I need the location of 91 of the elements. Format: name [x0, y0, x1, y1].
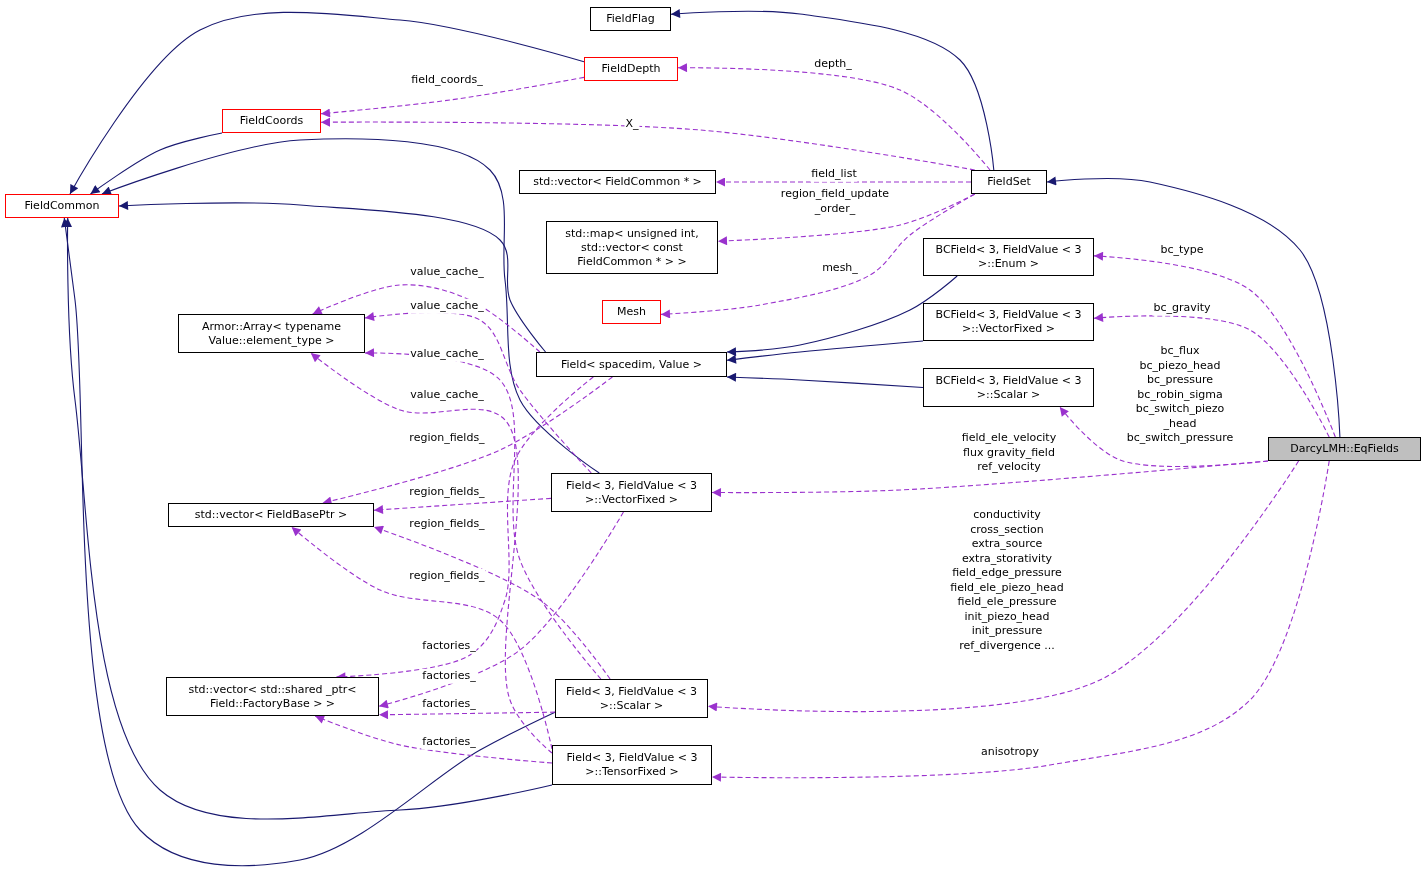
class-box	[923, 303, 1094, 341]
arrow	[364, 348, 602, 680]
class-box	[590, 7, 671, 31]
edge-label: depth_	[813, 56, 853, 72]
arrow	[670, 9, 995, 171]
edge-label: region_fields_	[408, 430, 486, 446]
class-box	[602, 300, 661, 324]
edge-label: region_fields_	[408, 516, 486, 532]
edge-label: factories_	[421, 668, 477, 684]
class-box	[552, 745, 712, 785]
arrow	[707, 460, 1300, 713]
arrow	[378, 710, 556, 720]
edge-label: bc_gravity	[1152, 300, 1212, 316]
class-box	[5, 194, 119, 218]
class-box	[971, 170, 1047, 194]
arrow	[291, 526, 553, 750]
edge-label: value_cache_	[409, 298, 485, 314]
edge-label: region_field_update _order_	[779, 186, 891, 216]
arrow	[711, 460, 1330, 782]
edge-label: field_coords_	[410, 72, 484, 88]
class-box	[923, 368, 1094, 407]
edge-label: region_fields_	[408, 568, 486, 584]
arrow	[711, 460, 1269, 498]
class-box	[222, 109, 321, 133]
edge-label: field_list	[810, 166, 858, 182]
arrow	[1046, 176, 1341, 438]
arrow	[320, 76, 585, 118]
arrow	[89, 132, 223, 195]
edge-label: bc_type	[1159, 242, 1205, 258]
arrow	[373, 525, 611, 680]
edge-label: value_cache_	[409, 387, 485, 403]
arrow	[373, 497, 552, 515]
class-name: FieldCoords	[239, 114, 304, 128]
edge-label: mesh_	[821, 260, 859, 276]
edge-label: bc_flux bc_piezo_head bc_pressure bc_robin_sigma bc_switch_piezo _head bc_switch_pressure	[1125, 344, 1235, 446]
arrow	[312, 284, 541, 353]
arrow	[726, 372, 924, 389]
class-name: BCField< 3, FieldValue < 3 >::Scalar >	[934, 373, 1083, 402]
class-box	[1268, 437, 1421, 461]
arrow	[320, 117, 976, 171]
class-name: FieldSet	[987, 175, 1031, 189]
class-name: BCField< 3, FieldValue < 3 >::VectorFixed >	[934, 308, 1083, 336]
class-box	[168, 503, 374, 527]
class-name: FieldCommon	[24, 199, 100, 213]
class-name: BCField< 3, FieldValue < 3 >::Enum >	[934, 243, 1083, 271]
arrow	[726, 275, 958, 357]
class-name: Mesh	[617, 305, 646, 319]
arrow	[726, 340, 924, 364]
edge-label: value_cache_	[409, 346, 485, 362]
edge-label: region_fields_	[408, 484, 486, 500]
class-name: FieldDepth	[601, 62, 661, 76]
class-box	[546, 221, 718, 274]
class-name: std::map< unsigned int, std::vector< const FieldCommon * > >	[564, 226, 700, 269]
arrow	[314, 715, 553, 764]
class-name: std::vector< std::shared _ptr< Field::FactoryBase > >	[187, 682, 358, 711]
arrow	[321, 376, 613, 506]
edge-label: factories_	[421, 734, 477, 750]
edge-label: value_cache_	[409, 264, 485, 280]
arrow	[69, 11, 585, 195]
class-box	[519, 170, 716, 194]
class-name: Field< 3, FieldValue < 3 >::Scalar >	[565, 684, 698, 713]
arrow	[660, 193, 976, 319]
class-name: std::vector< FieldBasePtr >	[194, 508, 348, 522]
class-name: Field< 3, FieldValue < 3 >::VectorFixed >	[565, 478, 698, 507]
class-name: Field< 3, FieldValue < 3 >::TensorFixed >	[565, 751, 699, 779]
class-box	[551, 473, 712, 512]
arrow	[310, 352, 553, 754]
arrow	[118, 201, 547, 353]
class-name: Armor::Array< typename Value::element_type >	[200, 319, 343, 348]
arrow	[677, 63, 991, 171]
class-box	[178, 314, 365, 353]
class-name: DarcyLMH::EqFields	[1290, 442, 1399, 456]
arrow	[378, 511, 624, 709]
class-name: std::vector< FieldCommon * >	[533, 175, 702, 189]
edge-label: conductivity cross_section extra_source extra_storativity field_edge_pressure field_ele_piezo_head field_ele_pressure init_piezo_head init_pressure ref_divergence ...	[949, 507, 1065, 653]
class-box	[536, 352, 727, 377]
edge-label: factories_	[421, 696, 477, 712]
arrow	[715, 177, 972, 187]
class-name: FieldFlag	[606, 12, 655, 26]
arrow	[101, 138, 600, 474]
edge-label: anisotropy	[980, 744, 1040, 760]
class-box	[584, 57, 678, 81]
edge-label: factories_	[421, 638, 477, 654]
arrow	[1093, 251, 1336, 438]
class-box	[923, 238, 1094, 276]
edge-label: X_	[624, 116, 640, 132]
class-box	[166, 677, 379, 716]
arrow	[1093, 313, 1330, 438]
class-name: Field< spacedim, Value >	[560, 357, 702, 372]
edge-label: field_ele_velocity flux gravity_field ref_velocity	[960, 431, 1058, 475]
class-box	[555, 679, 708, 718]
